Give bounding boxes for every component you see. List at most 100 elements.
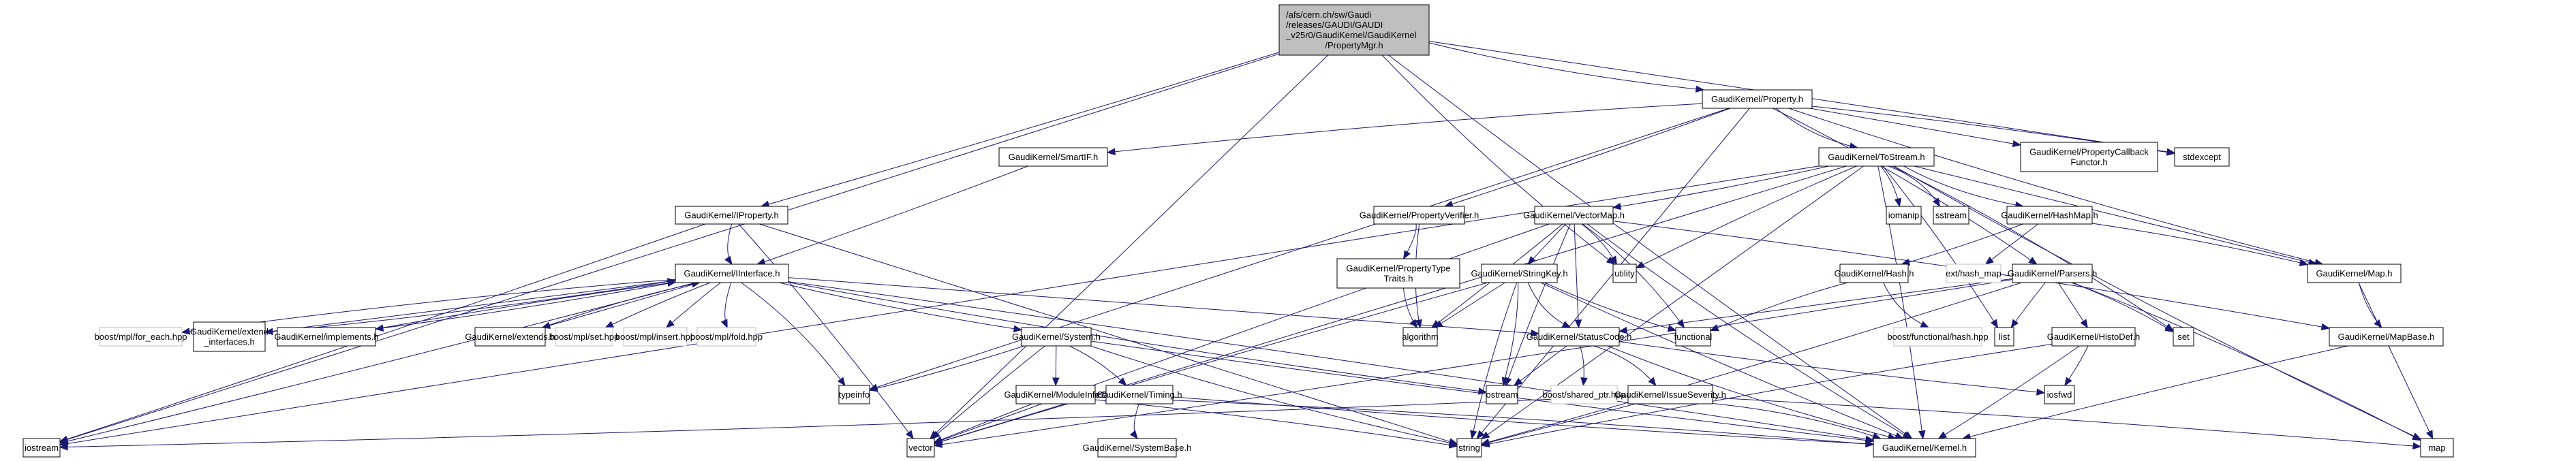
edge-iinterface-to-system <box>778 282 1023 332</box>
node-property[interactable]: GaudiKernel/Property.h <box>1702 89 1813 109</box>
node-label: boost/mpl/set.hpp <box>549 332 619 342</box>
edge-line <box>264 280 676 333</box>
edge-line <box>1877 165 1924 439</box>
edge-line <box>778 282 1022 331</box>
node-box <box>99 327 183 347</box>
node-statuscode[interactable]: GaudiKernel/StatusCode.h <box>1527 327 1632 347</box>
node-root: /afs/cern.ch/sw/Gaudi/releases/GAUDI/GAU… <box>1278 4 1430 56</box>
edge-line <box>759 223 1458 445</box>
node-boosthash[interactable]: boost/functional/hash.hpp <box>1887 327 1989 347</box>
node-mplforeach[interactable]: boost/mpl/for_each.hpp <box>95 327 187 347</box>
node-set[interactable]: set <box>2173 327 2194 347</box>
node-mapbase[interactable]: GaudiKernel/MapBase.h <box>2329 327 2444 347</box>
node-iinterface[interactable]: GaudiKernel/IInterface.h <box>675 264 789 283</box>
node-label: GaudiKernel/HistoDef.h <box>2047 332 2141 342</box>
node-extendifaces[interactable]: GaudiKernel/extend_interfaces.h <box>190 321 269 352</box>
node-mplinsert[interactable]: boost/mpl/insert.hpp <box>615 327 695 347</box>
edge-tostream-to-utility <box>1635 165 1857 269</box>
edge-stringkey-to-statuscode <box>1527 282 1571 328</box>
node-iosfwd[interactable]: iosfwd <box>2044 385 2075 404</box>
edge-hash-to-functional <box>1709 282 1848 332</box>
edge-iproperty-to-string <box>759 223 1458 445</box>
node-box <box>555 327 613 347</box>
node-box <box>1550 385 1618 404</box>
node-maph[interactable]: GaudiKernel/Map.h <box>2307 264 2402 283</box>
node-label: sstream <box>1935 210 1967 221</box>
edge-line <box>1481 282 2022 445</box>
edge-line <box>1612 165 1829 208</box>
node-stringkey[interactable]: GaudiKernel/StringKey.h <box>1471 264 1568 283</box>
arrowhead-icon <box>1129 430 1138 440</box>
node-iproperty[interactable]: GaudiKernel/IProperty.h <box>675 206 788 225</box>
node-label: ostream <box>1486 390 1518 400</box>
node-functional[interactable]: functional <box>1674 327 1713 347</box>
node-extends[interactable]: GaudiKernel/extends.h <box>465 327 555 347</box>
node-smartif[interactable]: GaudiKernel/SmartIF.h <box>998 147 1108 167</box>
node-issueseverity[interactable]: GaudiKernel/IssueSeverity.h <box>1614 385 1726 404</box>
node-parsers[interactable]: GaudiKernel/Parsers.h <box>2008 264 2098 283</box>
edge-line <box>1481 403 1636 445</box>
node-box <box>1534 206 1614 225</box>
node-stdexcept[interactable]: stdexcept <box>2174 147 2230 167</box>
edge-line <box>869 108 1730 390</box>
node-timing[interactable]: GaudiKernel/Timing.h <box>1097 385 1182 404</box>
arrowhead-icon <box>724 255 733 266</box>
arrowhead-icon <box>59 437 69 445</box>
node-vectormap[interactable]: GaudiKernel/VectorMap.h <box>1523 206 1625 225</box>
edge-line <box>934 403 1032 443</box>
arrowhead-icon <box>2036 388 2046 396</box>
node-system[interactable]: GaudiKernel/System.h <box>1012 327 1101 347</box>
node-implements[interactable]: GaudiKernel/implements.h <box>274 327 379 347</box>
edge-tostream-to-maph <box>1914 165 2318 266</box>
node-mplset[interactable]: boost/mpl/set.hpp <box>549 327 619 347</box>
node-list[interactable]: list <box>1994 327 2014 347</box>
node-utility[interactable]: utility <box>1612 264 1637 283</box>
node-sstream[interactable]: sstream <box>1933 206 1969 225</box>
edge-line <box>1892 165 2174 332</box>
node-hashmap[interactable]: GaudiKernel/HashMap.h <box>2001 206 2098 225</box>
edge-issueseverity-to-map <box>1712 397 2422 450</box>
node-mplfold[interactable]: boost/mpl/fold.hpp <box>690 327 763 347</box>
node-hash[interactable]: GaudiKernel/Hash.h <box>1834 264 1914 283</box>
node-kernel[interactable]: GaudiKernel/Kernel.h <box>1873 438 1976 458</box>
edge-tostream-to-vectormap <box>1612 165 1829 210</box>
node-label: GaudiKernel/extends.h <box>465 332 555 342</box>
node-histodef[interactable]: GaudiKernel/HistoDef.h <box>2047 327 2141 347</box>
node-string[interactable]: string <box>1456 438 1482 458</box>
node-label: algorithm <box>1402 332 1438 342</box>
arrowhead-icon <box>2412 433 2422 441</box>
node-box <box>1278 4 1430 56</box>
node-propverifier[interactable]: GaudiKernel/PropertyVerifier.h <box>1360 206 1479 225</box>
node-box <box>998 147 1108 167</box>
node-label: utility <box>1614 268 1635 279</box>
edge-statuscode-to-sharedptr <box>1579 345 1588 387</box>
edge-statuscode-to-iosfwd <box>1619 341 2046 396</box>
node-ostream[interactable]: ostream <box>1486 385 1518 404</box>
edge-line <box>264 280 676 333</box>
node-sharedptr[interactable]: boost/shared_ptr.hpp <box>1542 385 1626 404</box>
edge-parsers-to-set <box>2071 282 2175 332</box>
node-iomanip[interactable]: iomanip <box>1886 206 1922 225</box>
node-typeinfo[interactable]: typeinfo <box>838 385 870 404</box>
arrowhead-icon <box>1865 440 1875 448</box>
edge-iinterface-to-typeinfo <box>741 282 846 387</box>
edge-line <box>1514 345 1567 386</box>
node-label: boost/shared_ptr.hpp <box>1542 390 1625 400</box>
node-moduleinfo[interactable]: GaudiKernel/ModuleInfo.h <box>1004 385 1107 404</box>
arrowhead-icon <box>1561 321 1571 328</box>
node-vector[interactable]: vector <box>906 438 935 458</box>
node-label: GaudiKernel/VectorMap.h <box>1523 210 1625 221</box>
node-exthashmap[interactable]: ext/hash_map <box>1946 264 2002 283</box>
edge-tostream-to-list <box>1882 165 1999 329</box>
edge-line <box>1619 341 2045 394</box>
arrowhead-icon <box>2028 257 2038 265</box>
node-systembase[interactable]: GaudiKernel/SystemBase.h <box>1083 438 1192 458</box>
node-iostream[interactable]: iostream <box>22 438 61 458</box>
node-map[interactable]: map <box>2420 438 2454 458</box>
edge-tostream-to-hashmap <box>1903 165 2025 209</box>
node-tostream[interactable]: GaudiKernel/ToStream.h <box>1818 147 1935 167</box>
node-box <box>2174 147 2230 167</box>
node-algorithm[interactable]: algorithm <box>1402 327 1439 347</box>
